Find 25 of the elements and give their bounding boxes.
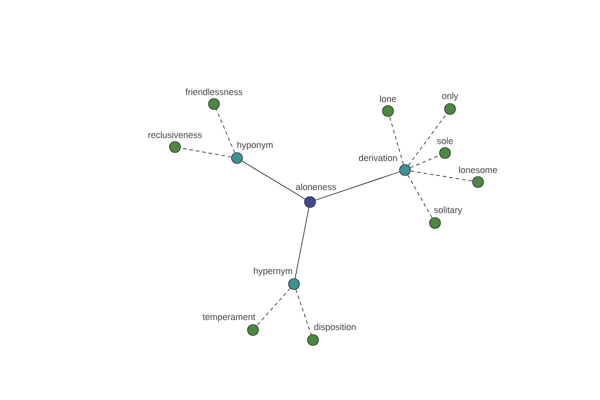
node-label: temperament: [202, 314, 256, 322]
connector-line: [408, 174, 432, 218]
node-label: friendlessness: [185, 88, 242, 96]
node-label: hypernym: [254, 268, 292, 276]
node-label: aloneness: [296, 184, 336, 190]
node-label: disposition: [314, 324, 356, 332]
connector-line: [410, 170, 473, 182]
node-label: only: [442, 92, 458, 101]
node-label: lone: [380, 96, 396, 102]
node-label: lonesome: [459, 166, 498, 174]
node-label: sole: [437, 138, 453, 144]
connector-line: [389, 116, 404, 165]
connector-line: [315, 172, 400, 200]
connector-line: [256, 288, 290, 326]
node-label: reclusiveness: [148, 132, 202, 138]
connector-line: [180, 148, 232, 158]
connector-line: [408, 113, 447, 166]
connector-line: [242, 160, 306, 200]
node-label: derivation: [358, 154, 397, 162]
connector-line: [294, 207, 310, 279]
connector-line: [410, 154, 440, 168]
connector-line: [216, 109, 236, 153]
connector-line: [296, 289, 312, 335]
node-label: solitary: [434, 206, 462, 215]
node-label: hyponym: [237, 142, 273, 150]
